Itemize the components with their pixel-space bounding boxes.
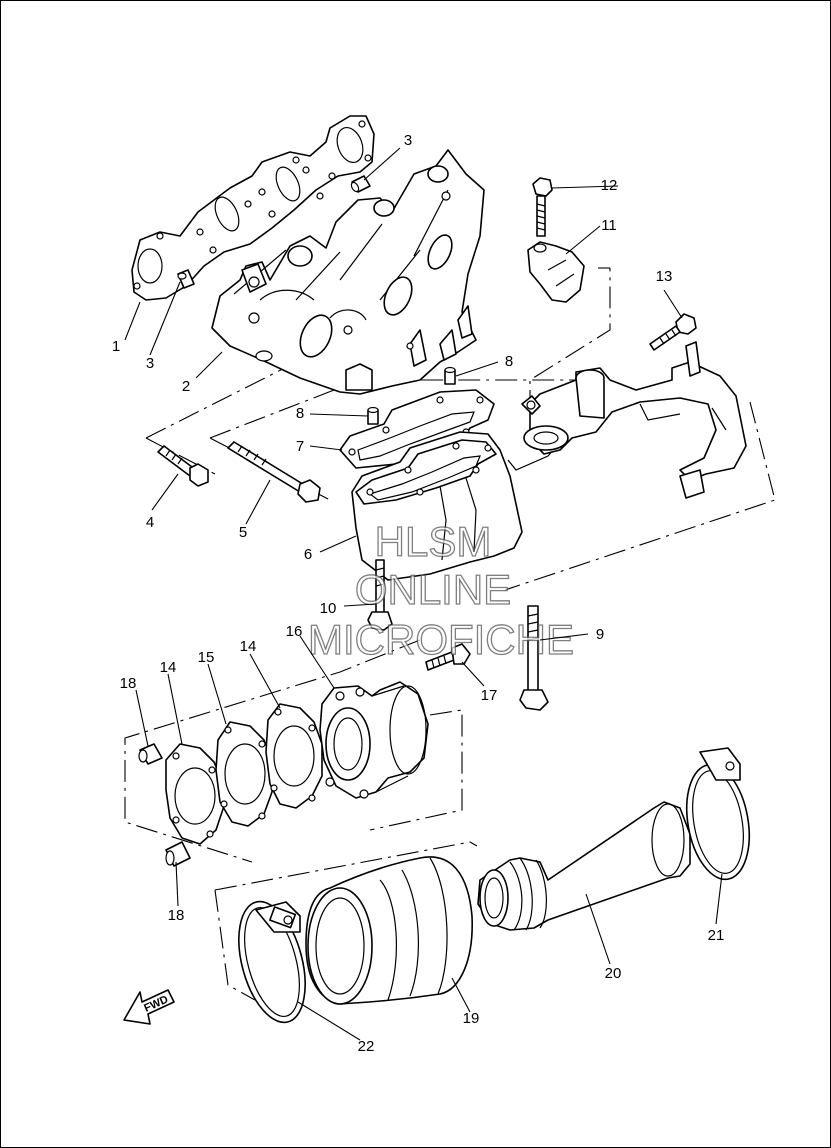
part-14-gasket-a — [165, 743, 225, 845]
part-16-exhaust-joint — [319, 681, 429, 799]
part-18-collar-upper — [138, 743, 163, 765]
part-10-bolt — [367, 559, 393, 631]
watermark: HLSM ONLINE MICROFICHE — [307, 517, 574, 663]
part-1-exhaust-gasket — [131, 115, 375, 301]
callout-10: 10 — [320, 600, 337, 617]
callout-8-lower: 8 — [296, 405, 304, 422]
fwd-label: FWD — [142, 994, 170, 1015]
callout-16: 16 — [286, 623, 303, 640]
callout-15: 15 — [198, 649, 215, 666]
part-14-gasket-b — [265, 703, 323, 809]
callout-labels: 1 2 3 3 4 5 6 7 8 8 9 10 11 12 13 14 14 … — [112, 132, 725, 1055]
watermark-line-3: MICROFICHE — [308, 616, 574, 663]
part-11-bracket — [527, 241, 585, 303]
watermark-line-1: HLSM — [375, 518, 492, 565]
fwd-direction-arrow: FWD — [123, 989, 175, 1025]
part-22-hose-clamp — [238, 900, 306, 1024]
part-18-collar-lower — [165, 841, 191, 867]
part-9-bolt — [519, 605, 549, 711]
callout-5: 5 — [239, 524, 247, 541]
part-8-dowel-upper — [444, 366, 456, 385]
part-20-pipe — [477, 801, 691, 931]
callout-13: 13 — [656, 268, 673, 285]
callout-20: 20 — [605, 965, 622, 982]
callout-8-upper: 8 — [505, 353, 513, 370]
callout-6: 6 — [304, 546, 312, 563]
part-13-bolt — [649, 313, 697, 351]
watermark-line-2: ONLINE — [355, 566, 511, 613]
callout-4: 4 — [146, 514, 154, 531]
callout-18-upper: 18 — [120, 675, 137, 692]
callout-2: 2 — [182, 378, 190, 395]
callout-22: 22 — [358, 1038, 375, 1055]
callout-11: 11 — [601, 217, 617, 234]
callout-21: 21 — [708, 927, 725, 944]
callout-18-lower: 18 — [168, 907, 185, 924]
callout-19: 19 — [463, 1010, 480, 1027]
callout-17: 17 — [481, 687, 498, 704]
part-6-exhaust-chamber — [351, 431, 561, 581]
leader-lines — [124, 147, 723, 1041]
callout-7: 7 — [296, 438, 304, 455]
part-3-dowel-pin-upper — [350, 175, 371, 193]
callout-9: 9 — [596, 626, 604, 643]
callout-12: 12 — [601, 177, 618, 194]
part-5-bolt — [227, 441, 321, 503]
callout-1: 1 — [112, 338, 120, 355]
callout-3-lower: 3 — [146, 355, 154, 372]
part-17-bolt — [425, 643, 471, 671]
exhaust-pipe-assembly — [521, 341, 747, 499]
part-21-hose-clamp — [685, 747, 751, 881]
part-3-dowel-pin-lower — [177, 269, 195, 289]
part-12-bolt — [532, 177, 553, 237]
callout-14-left: 14 — [160, 659, 177, 676]
callout-3-upper: 3 — [404, 132, 412, 149]
part-15-gasket — [215, 721, 273, 827]
part-2-exhaust-manifold — [211, 149, 485, 395]
callout-14-right: 14 — [240, 638, 257, 655]
part-19-rubber-joint — [305, 856, 473, 1005]
part-4-bolt — [157, 445, 209, 487]
part-8-dowel-lower — [367, 406, 379, 425]
